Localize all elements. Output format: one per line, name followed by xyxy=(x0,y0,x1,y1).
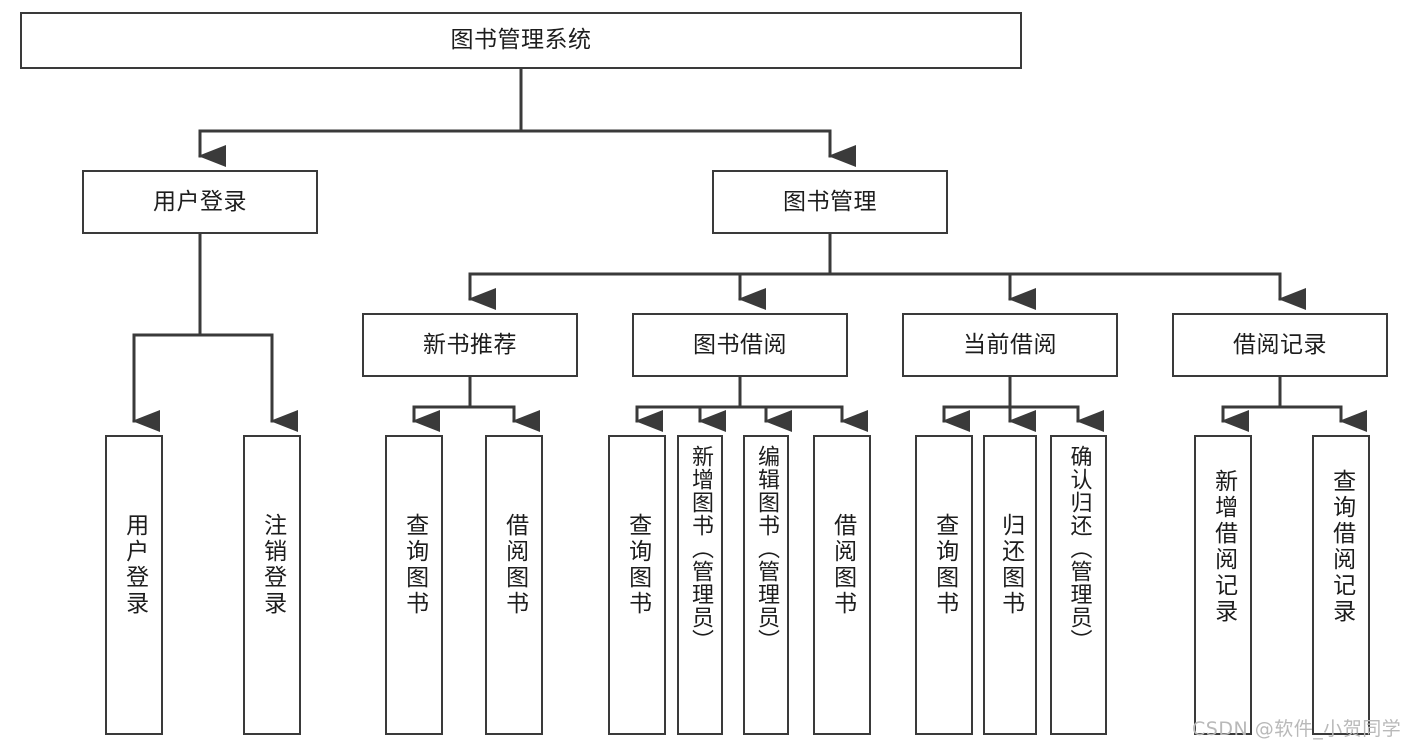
node-borrow-record-label: 借阅记录 xyxy=(1233,331,1327,358)
node-leaf-query-record[interactable]: 查询借阅记录 xyxy=(1312,435,1370,735)
node-current-borrow[interactable]: 当前借阅 xyxy=(902,313,1118,377)
node-leaf-query-book-2-label: 查询图书 xyxy=(624,513,651,617)
node-leaf-borrow-book-2[interactable]: 借阅图书 xyxy=(813,435,871,735)
node-leaf-add-record-label: 新增借阅记录 xyxy=(1210,469,1237,625)
node-leaf-query-book-1-label: 查询图书 xyxy=(401,513,428,617)
node-leaf-user-login[interactable]: 用户登录 xyxy=(105,435,163,735)
node-user-login[interactable]: 用户登录 xyxy=(82,170,318,234)
watermark-text: CSDN @软件_小贺同学 xyxy=(1192,718,1402,740)
node-leaf-query-record-label: 查询借阅记录 xyxy=(1328,469,1355,625)
node-leaf-query-book-3[interactable]: 查询图书 xyxy=(915,435,973,735)
node-leaf-borrow-book-2-label: 借阅图书 xyxy=(829,513,856,617)
node-leaf-logout-label: 注销登录 xyxy=(259,513,286,617)
node-leaf-query-book-1[interactable]: 查询图书 xyxy=(385,435,443,735)
node-leaf-borrow-book-1[interactable]: 借阅图书 xyxy=(485,435,543,735)
node-leaf-edit-book-label: 编辑图书（管理员） xyxy=(753,445,779,652)
node-book-borrow[interactable]: 图书借阅 xyxy=(632,313,848,377)
node-root[interactable]: 图书管理系统 xyxy=(20,12,1022,69)
node-leaf-add-book-label: 新增图书（管理员） xyxy=(687,445,713,652)
node-leaf-add-book[interactable]: 新增图书（管理员） xyxy=(677,435,723,735)
node-book-borrow-label: 图书借阅 xyxy=(693,331,787,358)
node-leaf-logout[interactable]: 注销登录 xyxy=(243,435,301,735)
node-leaf-edit-book[interactable]: 编辑图书（管理员） xyxy=(743,435,789,735)
node-leaf-user-login-label: 用户登录 xyxy=(121,513,148,617)
node-leaf-confirm-return-label: 确认归还（管理员） xyxy=(1066,445,1092,652)
node-leaf-return-book-label: 归还图书 xyxy=(997,513,1024,617)
node-current-borrow-label: 当前借阅 xyxy=(963,331,1057,358)
node-leaf-borrow-book-1-label: 借阅图书 xyxy=(501,513,528,617)
node-leaf-query-book-2[interactable]: 查询图书 xyxy=(608,435,666,735)
node-user-login-label: 用户登录 xyxy=(153,188,247,215)
node-book-manage[interactable]: 图书管理 xyxy=(712,170,948,234)
node-new-book-rec[interactable]: 新书推荐 xyxy=(362,313,578,377)
node-leaf-confirm-return[interactable]: 确认归还（管理员） xyxy=(1050,435,1107,735)
node-borrow-record[interactable]: 借阅记录 xyxy=(1172,313,1388,377)
node-leaf-return-book[interactable]: 归还图书 xyxy=(983,435,1037,735)
node-new-book-rec-label: 新书推荐 xyxy=(423,331,517,358)
node-leaf-query-book-3-label: 查询图书 xyxy=(931,513,958,617)
node-leaf-add-record[interactable]: 新增借阅记录 xyxy=(1194,435,1252,735)
node-root-label: 图书管理系统 xyxy=(450,27,592,54)
node-book-manage-label: 图书管理 xyxy=(783,188,877,215)
